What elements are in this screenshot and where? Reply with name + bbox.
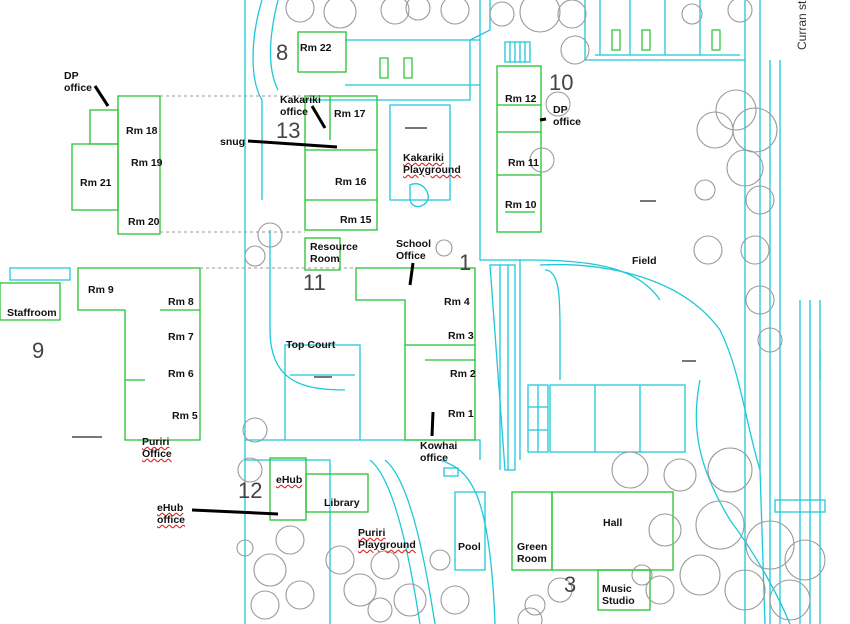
room-11-label: Rm 11 bbox=[508, 157, 539, 169]
room-12-label: Rm 12 bbox=[505, 93, 537, 105]
room-16-label: Rm 16 bbox=[335, 176, 367, 188]
room-20-label: Rm 20 bbox=[128, 216, 160, 228]
zone-number: 10 bbox=[549, 70, 574, 95]
snug-label: snug bbox=[220, 136, 246, 148]
room-5-label: Rm 5 bbox=[172, 410, 198, 422]
zone-number: 1 bbox=[459, 250, 472, 275]
room-18-label: Rm 18 bbox=[126, 125, 158, 137]
hall-label: Hall bbox=[603, 517, 623, 529]
covered-walkways bbox=[160, 95, 356, 269]
library-label: Library bbox=[324, 497, 360, 509]
room-9-label: Rm 9 bbox=[88, 284, 114, 296]
room-21-label: Rm 21 bbox=[80, 177, 112, 189]
ehub-office-label: eHub office bbox=[157, 502, 186, 527]
dp-office-left-label: DP office bbox=[64, 70, 93, 95]
room-6-label: Rm 6 bbox=[168, 368, 194, 380]
kakariki-office-label: Kakariki office bbox=[280, 94, 321, 119]
puriri-playground-label: Puriri Playground bbox=[358, 527, 416, 552]
zone-number: 11 bbox=[303, 270, 326, 295]
label-pointers bbox=[93, 85, 547, 516]
zone-number: 8 bbox=[276, 40, 289, 65]
room-3-label: Rm 3 bbox=[448, 330, 474, 342]
room-marks bbox=[72, 127, 696, 438]
room-17-label: Rm 17 bbox=[334, 108, 366, 120]
ehub-label: eHub bbox=[276, 474, 303, 486]
trees bbox=[236, 0, 826, 624]
room-8-label: Rm 8 bbox=[168, 296, 194, 308]
room-19-label: Rm 19 bbox=[131, 157, 163, 169]
car-park bbox=[379, 29, 721, 79]
street-name: Curran street bbox=[795, 0, 809, 50]
room-22-label: Rm 22 bbox=[300, 42, 332, 54]
pool-label: Pool bbox=[458, 541, 481, 553]
school-office-label: School Office bbox=[396, 238, 432, 263]
room-10-label: Rm 10 bbox=[505, 199, 537, 211]
field-label: Field bbox=[632, 255, 657, 267]
room-15-label: Rm 15 bbox=[340, 214, 372, 226]
puriri-office-label: Puriri Office bbox=[142, 436, 172, 461]
room-1-label: Rm 1 bbox=[448, 408, 474, 420]
kowhai-office-label: Kowhai office bbox=[420, 440, 458, 465]
room-7-label: Rm 7 bbox=[168, 331, 194, 343]
kakariki-playground-label: Kakariki Playground bbox=[403, 152, 461, 177]
dp-office-right-label: DP office bbox=[553, 104, 582, 129]
zone-number: 13 bbox=[276, 118, 301, 143]
top-court-label: Top Court bbox=[286, 339, 336, 351]
green-room-label: Green Room bbox=[517, 541, 548, 566]
zone-number: 12 bbox=[238, 478, 263, 503]
room-4-label: Rm 4 bbox=[444, 296, 470, 308]
zone-number: 3 bbox=[564, 572, 577, 597]
resource-room-label: Resource Room bbox=[310, 241, 358, 266]
site-lines bbox=[9, 0, 826, 624]
room-2-label: Rm 2 bbox=[450, 368, 476, 380]
staffroom-label: Staffroom bbox=[7, 307, 57, 319]
music-studio-label: Music Studio bbox=[602, 583, 635, 608]
zone-number: 9 bbox=[32, 338, 45, 363]
